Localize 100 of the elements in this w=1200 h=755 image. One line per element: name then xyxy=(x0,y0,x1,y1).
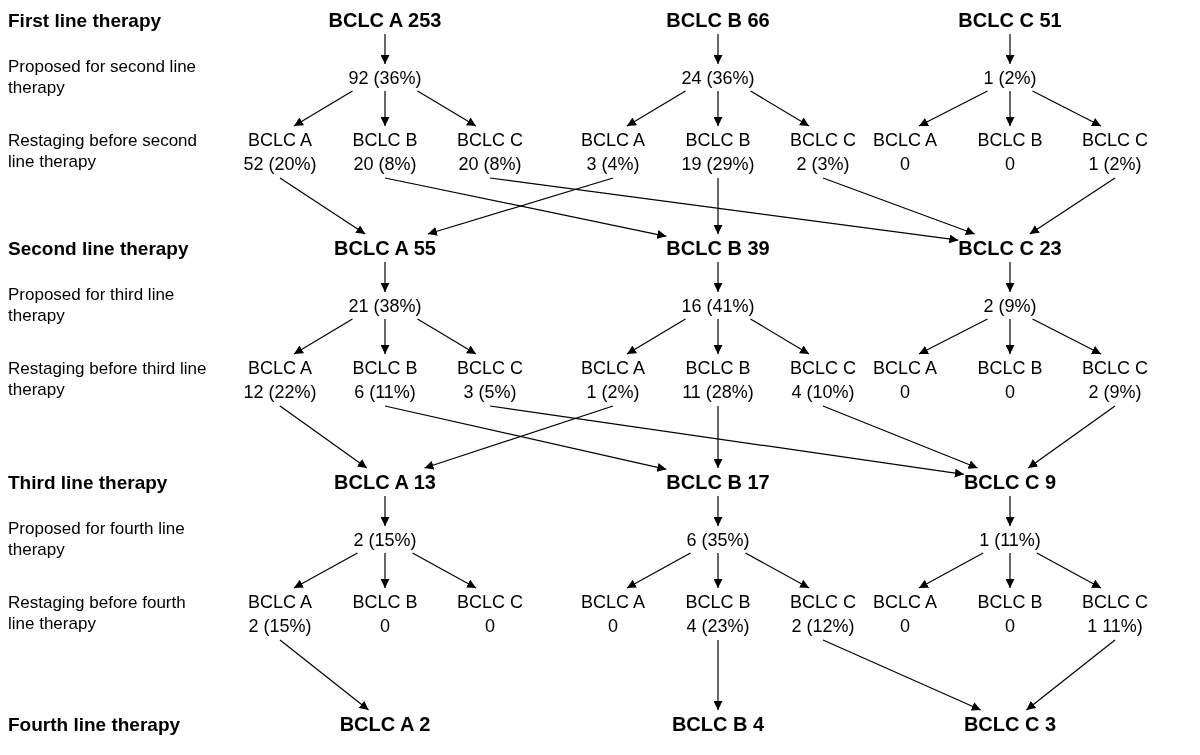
restaging-label: BCLC B 20 (8%) xyxy=(352,128,418,176)
arrow xyxy=(293,90,354,127)
stage-label: BCLC B 66 xyxy=(666,8,770,32)
arrow xyxy=(489,405,965,478)
stage-label: BCLC C 51 xyxy=(958,8,1062,32)
restaging-label: BCLC C 20 (8%) xyxy=(457,128,523,176)
row-heading: Third line therapy xyxy=(8,472,169,493)
arrow xyxy=(1027,405,1116,469)
restaging-label: BCLC A 1 (2%) xyxy=(581,356,645,404)
restaging-label: BCLC B 0 xyxy=(977,128,1043,176)
arrow xyxy=(822,639,982,711)
arrow xyxy=(918,318,989,355)
count-label: 2 (9%) xyxy=(983,294,1037,318)
stage-label: BCLC C 23 xyxy=(958,236,1062,260)
arrow xyxy=(380,552,390,589)
arrow xyxy=(1036,552,1102,589)
restaging-label: BCLC C 2 (12%) xyxy=(790,590,856,638)
arrow xyxy=(411,552,477,589)
arrow xyxy=(384,405,667,472)
arrow xyxy=(626,318,687,355)
stage-label: BCLC A 55 xyxy=(334,236,436,260)
stage-label: BCLC B 39 xyxy=(666,236,770,260)
arrow xyxy=(384,177,667,239)
restaging-label: BCLC C 2 (3%) xyxy=(790,128,856,176)
count-label: 21 (38%) xyxy=(348,294,422,318)
arrow xyxy=(713,261,723,293)
arrow xyxy=(713,552,723,589)
arrow xyxy=(713,405,723,469)
arrow xyxy=(1031,318,1102,355)
restaging-label: BCLC C 4 (10%) xyxy=(790,356,856,404)
arrow xyxy=(713,177,723,235)
row-label: Restaging before fourth line therapy xyxy=(8,592,187,634)
arrow xyxy=(626,552,692,589)
arrow xyxy=(713,90,723,127)
count-label: 92 (36%) xyxy=(348,66,422,90)
stage-label: BCLC A 253 xyxy=(328,8,442,32)
arrow xyxy=(1005,318,1015,355)
stage-label: BCLC B 4 xyxy=(671,712,765,736)
restaging-label: BCLC B 4 (23%) xyxy=(685,590,751,638)
restaging-label: BCLC C 1 11%) xyxy=(1082,590,1148,638)
restaging-label: BCLC C 0 xyxy=(457,590,523,638)
arrow xyxy=(416,318,477,355)
arrow xyxy=(279,177,366,235)
restaging-label: BCLC B 0 xyxy=(352,590,418,638)
count-label: 1 (2%) xyxy=(983,66,1037,90)
count-label: 1 (11%) xyxy=(979,528,1041,552)
arrow xyxy=(713,495,723,527)
arrow xyxy=(380,261,390,293)
arrow xyxy=(380,90,390,127)
arrow xyxy=(279,639,370,711)
count-label: 16 (41%) xyxy=(681,294,755,318)
restaging-label: BCLC B 11 (28%) xyxy=(682,356,754,404)
arrow xyxy=(279,405,368,469)
count-label: 6 (35%) xyxy=(686,528,750,552)
count-label: 24 (36%) xyxy=(681,66,755,90)
restaging-label: BCLC A 12 (22%) xyxy=(243,356,317,404)
arrow xyxy=(416,90,477,127)
arrow xyxy=(744,552,810,589)
arrow xyxy=(626,90,687,127)
row-label: Proposed for second line therapy xyxy=(8,56,198,98)
arrow xyxy=(749,318,810,355)
arrow xyxy=(380,33,390,65)
arrow xyxy=(1005,495,1015,527)
arrow xyxy=(1005,90,1015,127)
row-heading: First line therapy xyxy=(8,10,163,31)
restaging-label: BCLC B 19 (29%) xyxy=(681,128,755,176)
arrow xyxy=(423,405,614,470)
arrow xyxy=(1005,261,1015,293)
arrow xyxy=(380,495,390,527)
stage-label: BCLC B 17 xyxy=(666,470,770,494)
arrow xyxy=(1025,639,1116,711)
row-label: Restaging before second line therapy xyxy=(8,130,199,172)
arrow xyxy=(822,405,979,469)
arrow xyxy=(1005,33,1015,65)
arrow xyxy=(427,177,614,236)
restaging-label: BCLC C 1 (2%) xyxy=(1082,128,1148,176)
restaging-label: BCLC A 3 (4%) xyxy=(581,128,645,176)
stage-label: BCLC C 3 xyxy=(963,712,1057,736)
arrow xyxy=(749,90,810,127)
restaging-label: BCLC A 0 xyxy=(873,356,937,404)
restaging-label: BCLC A 0 xyxy=(581,590,645,638)
stage-label: BCLC A 13 xyxy=(334,470,436,494)
arrow xyxy=(380,318,390,355)
arrow xyxy=(713,33,723,65)
restaging-label: BCLC A 52 (20%) xyxy=(243,128,317,176)
stage-label: BCLC C 9 xyxy=(963,470,1057,494)
row-label: Restaging before third line therapy xyxy=(8,358,208,400)
row-label: Proposed for third line therapy xyxy=(8,284,176,326)
arrow xyxy=(489,177,959,244)
stage-label: BCLC A 2 xyxy=(339,712,431,736)
row-heading: Fourth line therapy xyxy=(8,714,182,735)
restaging-label: BCLC B 0 xyxy=(977,356,1043,404)
arrow xyxy=(293,552,359,589)
arrow xyxy=(293,318,354,355)
restaging-label: BCLC A 0 xyxy=(873,128,937,176)
row-heading: Second line therapy xyxy=(8,238,190,259)
restaging-label: BCLC B 6 (11%) xyxy=(352,356,418,404)
arrow xyxy=(713,639,723,711)
arrow xyxy=(822,177,976,236)
arrow xyxy=(918,552,984,589)
